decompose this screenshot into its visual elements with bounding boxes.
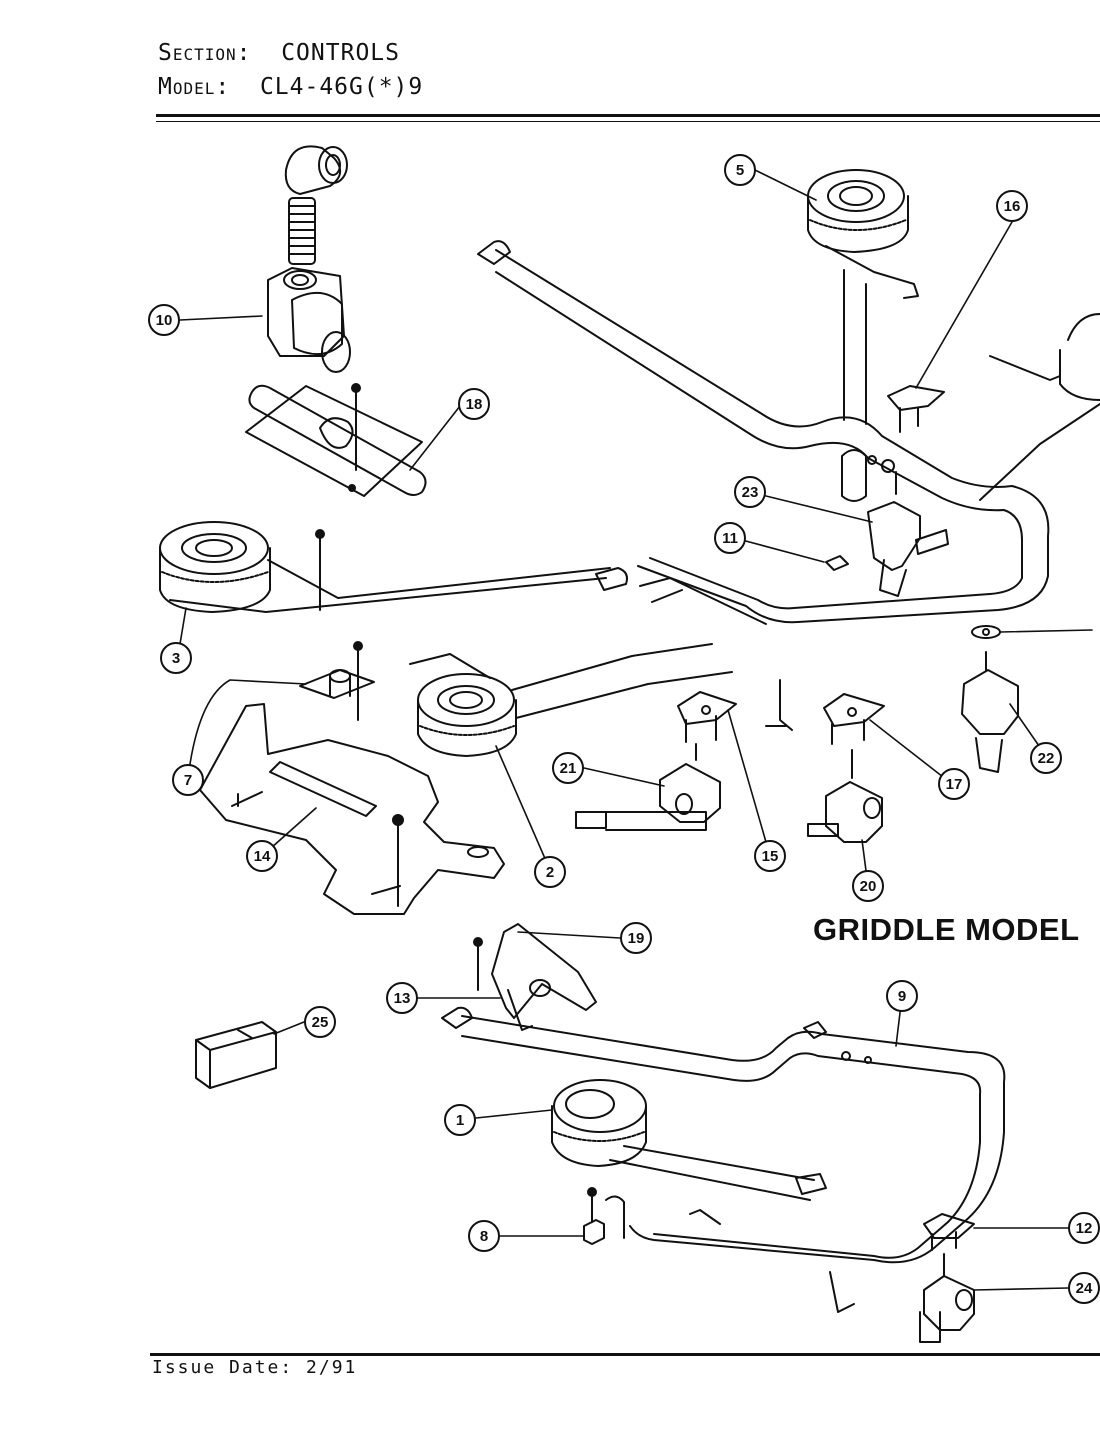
regulator-assembly (267, 145, 351, 373)
svg-text:11: 11 (722, 530, 738, 547)
model-line: Model: CL4-46G(*)9 (158, 70, 423, 104)
callout-18: 18 (458, 388, 490, 420)
callout-13: 13 (386, 982, 418, 1014)
burner-3 (159, 521, 628, 613)
svg-text:9: 9 (898, 988, 906, 1005)
griddle-bracket (473, 923, 597, 1031)
model-value: CL4-46G(*)9 (259, 74, 424, 100)
svg-text:19: 19 (628, 930, 645, 947)
callout-8: 8 (468, 1220, 500, 1252)
svg-text:10: 10 (156, 312, 173, 329)
callout-20: 20 (852, 870, 884, 902)
callout-15: 16 (996, 190, 1028, 222)
svg-text:17: 17 (946, 776, 963, 793)
svg-text:21: 21 (560, 760, 577, 777)
header-rule (156, 114, 1100, 117)
callout-19: 19 (620, 922, 652, 954)
footer-rule (150, 1353, 1100, 1356)
header-rule-thin (156, 121, 1100, 122)
griddle-model-title: GRIDDLE MODEL (813, 912, 1080, 947)
callout-25: 25 (304, 1006, 336, 1038)
svg-text:3: 3 (172, 650, 180, 667)
callout-24: 24 (1068, 1272, 1100, 1304)
callout-9: 9 (886, 980, 918, 1012)
svg-text:8: 8 (480, 1228, 488, 1245)
callout-3: 3 (160, 642, 192, 674)
bracket-15 (887, 385, 945, 433)
valve-23 (825, 471, 949, 597)
valve-21 (575, 691, 737, 831)
page-header: Section: CONTROLS Model: CL4-46G(*)9 (158, 36, 423, 104)
svg-text:15: 15 (762, 848, 779, 865)
callout-12: 14 (246, 840, 278, 872)
svg-text:5: 5 (736, 162, 744, 179)
svg-text:25: 25 (312, 1014, 329, 1031)
callout-5: 5 (724, 154, 756, 186)
section-line: Section: CONTROLS (158, 36, 423, 70)
callout-17: 12 (1068, 1212, 1100, 1244)
svg-text:12: 12 (1076, 1220, 1093, 1237)
mounting-plate (199, 641, 505, 915)
svg-text:13: 13 (394, 990, 411, 1007)
svg-text:18: 18 (466, 396, 483, 413)
clip-8 (583, 1187, 625, 1245)
part-25 (195, 1021, 277, 1089)
svg-text:22: 22 (1038, 750, 1055, 767)
section-label: Section: (158, 40, 252, 66)
svg-text:24: 24 (1076, 1280, 1093, 1297)
svg-text:2: 2 (546, 864, 554, 881)
valve-22 (961, 625, 1019, 773)
svg-text:16: 16 (1004, 198, 1021, 215)
callout-21: 21 (552, 752, 584, 784)
svg-text:14: 14 (254, 848, 271, 865)
callout-2: 2 (534, 856, 566, 888)
burner-1 (551, 1079, 827, 1201)
callouts: 5 16 10 18 23 11 3 7 21 22 17 14 15 2 20… (148, 154, 1100, 1304)
valve-20 (807, 693, 885, 843)
callout-10: 10 (148, 304, 180, 336)
leader-lines (177, 169, 1093, 1291)
svg-text:7: 7 (184, 772, 192, 789)
burner-2 (409, 643, 733, 757)
callout-7: 7 (172, 764, 204, 796)
svg-text:1: 1 (456, 1112, 464, 1129)
model-label: Model: (158, 74, 231, 100)
callout-23: 23 (734, 476, 766, 508)
svg-text:23: 23 (742, 484, 759, 501)
griddle-manifold (441, 1006, 1006, 1313)
callout-22: 22 (1030, 742, 1062, 774)
callout-14: 15 (754, 840, 786, 872)
callout-16: 17 (938, 768, 970, 800)
main-manifold (477, 240, 1050, 731)
burner-valve-bracket (245, 383, 427, 497)
svg-text:20: 20 (860, 878, 877, 895)
issue-date: Issue Date: 2/91 (152, 1357, 358, 1378)
burner-right-partial (979, 313, 1100, 501)
valve-24 (919, 1213, 975, 1343)
section-value: CONTROLS (281, 40, 400, 66)
callout-1: 1 (444, 1104, 476, 1136)
callout-11: 11 (714, 522, 746, 554)
burner-5 (807, 169, 919, 502)
